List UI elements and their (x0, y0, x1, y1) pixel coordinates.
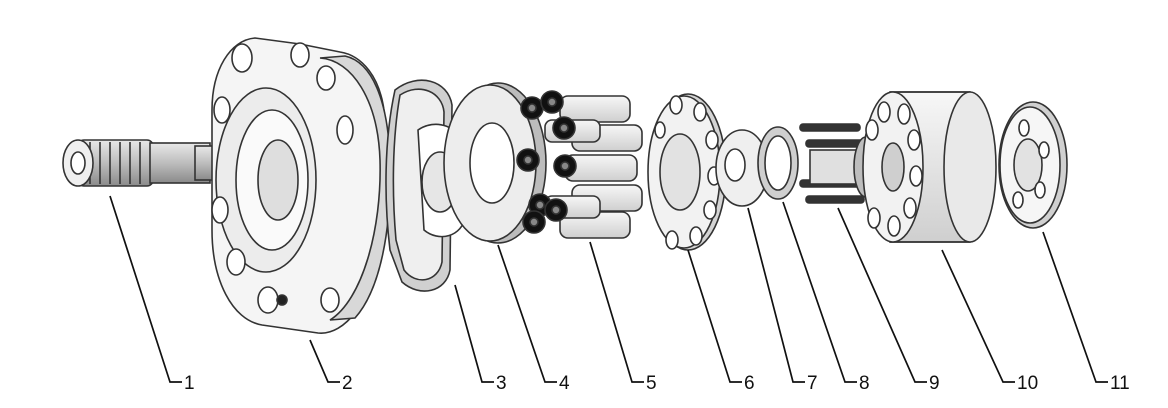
leader-7 (747, 207, 805, 383)
leader-4 (497, 244, 557, 383)
leader-3 (454, 284, 494, 383)
part-6-valve-plate (647, 93, 727, 251)
leader-1 (109, 195, 182, 383)
leader-6 (687, 249, 742, 383)
label-9: 9 (929, 373, 940, 394)
leader-10 (941, 249, 1015, 383)
leader-9 (837, 207, 927, 383)
part-10-cylinder-block (862, 91, 997, 243)
part-2-housing-flange (211, 37, 392, 334)
label-8: 8 (859, 373, 870, 394)
leader-11 (1042, 231, 1108, 383)
label-6: 6 (744, 373, 755, 394)
label-1: 1 (184, 373, 195, 394)
label-3: 3 (496, 373, 507, 394)
label-4: 4 (559, 373, 570, 394)
label-10: 10 (1017, 373, 1039, 394)
label-2: 2 (342, 373, 353, 394)
label-11: 11 (1110, 373, 1130, 394)
part-4-retainer-plate (443, 82, 547, 244)
leader-5 (589, 241, 644, 383)
label-5: 5 (646, 373, 657, 394)
part-8-ring (757, 126, 799, 200)
leader-2 (309, 339, 340, 383)
part-5-pistons (516, 90, 643, 239)
label-7: 7 (807, 373, 818, 394)
part-11-port-plate (998, 101, 1068, 229)
leader-lines (109, 195, 1108, 383)
part-3-swash-plate (385, 79, 467, 292)
leader-8 (782, 201, 857, 383)
